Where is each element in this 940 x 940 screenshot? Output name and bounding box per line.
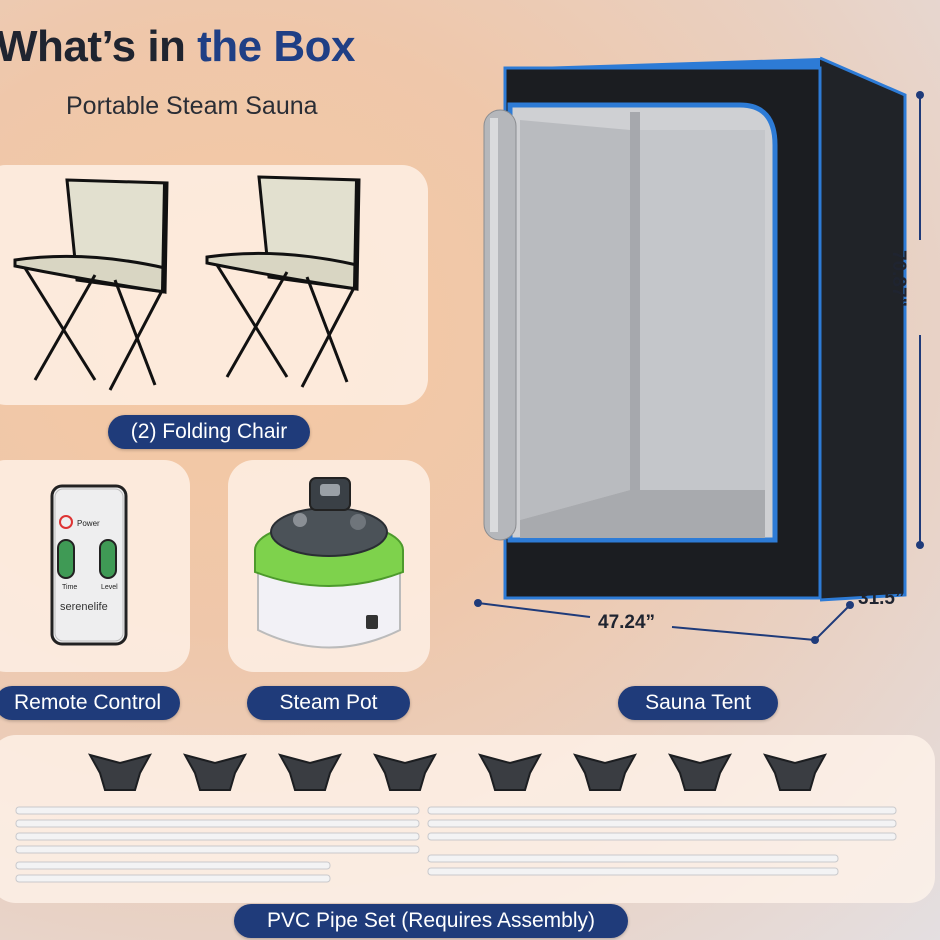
tent-depth-dimension: 31.5” <box>858 588 905 609</box>
sauna-tent-area <box>470 50 940 650</box>
tent-inner-pole <box>630 112 640 532</box>
title-main: What’s in <box>0 22 186 71</box>
sauna-tent-illustration <box>483 56 907 602</box>
remote-illustration: Power Time Level serenelife <box>50 484 128 646</box>
title-accent: the Box <box>197 22 356 71</box>
pipes-label: PVC Pipe Set (Requires Assembly) <box>234 904 628 938</box>
page-subtitle: Portable Steam Sauna <box>66 92 318 120</box>
pipes-card <box>0 735 935 903</box>
folding-chair-right <box>205 175 361 388</box>
remote-label: Remote Control <box>0 686 180 720</box>
level-button <box>99 539 117 579</box>
time-button <box>57 539 75 579</box>
pipes <box>15 806 897 883</box>
chairs-label: (2) Folding Chair <box>108 415 310 449</box>
steam-pot-card <box>228 460 430 672</box>
folding-chairs-illustration <box>13 175 361 391</box>
power-label: Power <box>77 519 100 528</box>
tent-height-dimension: 70.87” <box>888 250 909 308</box>
folding-chair-left <box>13 178 169 391</box>
tent-rolled-door <box>483 109 517 541</box>
steam-pot-label: Steam Pot <box>247 686 410 720</box>
steam-pot-illustration <box>254 477 404 649</box>
power-switch <box>366 615 378 629</box>
power-icon <box>59 515 73 529</box>
tent-label: Sauna Tent <box>618 686 778 720</box>
tent-side <box>820 58 905 600</box>
level-label: Level <box>101 584 118 591</box>
page-title: What’s in the Box <box>0 22 356 72</box>
pvc-pipes-illustration <box>15 753 897 883</box>
pipe-connectors <box>87 753 828 791</box>
remote-brand: serenelife <box>60 601 108 613</box>
tent-width-dimension: 47.24” <box>598 612 656 633</box>
time-label: Time <box>62 584 77 591</box>
chairs-card <box>0 165 428 405</box>
remote-card: Power Time Level serenelife <box>0 460 190 672</box>
